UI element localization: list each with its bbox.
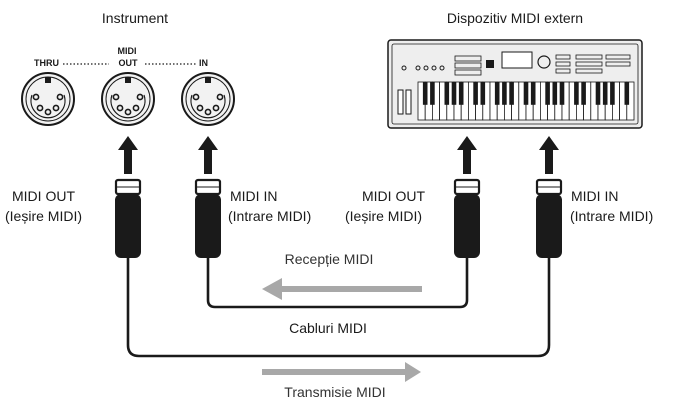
instrument-midi-panel: MIDI THRU OUT IN [21,46,235,126]
midi-keyboard-icon [387,39,643,129]
connector-label-line2: (Ieșire MIDI) [345,208,422,224]
black-key [473,82,478,105]
midi-in-socket-icon [181,72,235,126]
black-key [509,82,514,105]
black-key [480,82,486,105]
connector-label-line1: MIDI OUT [12,188,75,204]
plug-instrument-midi-in-icon [193,178,223,260]
midi-port-group-label: MIDI [118,46,137,56]
port-label-in: IN [199,58,208,68]
black-key [602,82,608,105]
external-device-title: Dispozitiv MIDI extern [447,10,583,26]
black-key [458,82,464,105]
port-label-out: OUT [119,58,139,68]
black-key [624,82,630,105]
instrument-title: Instrument [102,10,168,26]
arrow-up-icon [539,136,559,174]
connector-label-line1: MIDI OUT [362,188,425,204]
connector-label-instrument-out: MIDI OUT (Ieșire MIDI) [5,188,82,224]
black-key [574,82,579,105]
black-key [422,82,428,105]
black-key [430,82,435,105]
midi-out-socket-icon [101,72,155,126]
midi-cables [126,258,551,358]
black-key [545,82,550,105]
connector-label-line2: (Intrare MIDI) [570,208,653,224]
receive-arrow-left-icon [262,278,422,300]
arrow-up-icon [118,136,138,174]
connector-label-line2: (Ieșire MIDI) [5,208,82,224]
plug-instrument-midi-out-icon [113,178,143,260]
arrow-up-icon [457,136,477,174]
connector-label-line1: MIDI IN [571,188,618,204]
black-key [523,82,529,105]
connector-label-instrument-in: MIDI IN (Intrare MIDI) [228,188,311,224]
connector-label-line2: (Intrare MIDI) [228,208,311,224]
black-key [444,82,450,105]
plug-device-midi-in-icon [534,178,564,260]
piano-keys [417,81,635,121]
connector-label-device-in: MIDI IN (Intrare MIDI) [570,188,653,224]
black-key [494,82,500,105]
midi-transmit-label: Transmisie MIDI [284,384,385,400]
black-key [595,82,601,105]
plug-device-midi-out-icon [452,178,482,260]
midi-receive-label: Recepție MIDI [285,251,374,267]
connector-label-line1: MIDI IN [230,188,277,204]
black-key [610,82,615,105]
midi-cables-label: Cabluri MIDI [289,320,367,336]
port-label-thru: THRU [34,58,59,68]
connector-label-device-out: MIDI OUT (Ieșire MIDI) [345,188,425,224]
arrow-up-icon [198,136,218,174]
black-key [530,82,536,105]
black-key [451,82,457,105]
midi-thru-socket-icon [21,72,75,126]
black-key [581,82,586,105]
black-key [559,82,565,105]
black-key [552,82,558,105]
black-key [502,82,507,105]
transmit-arrow-right-icon [262,362,421,382]
